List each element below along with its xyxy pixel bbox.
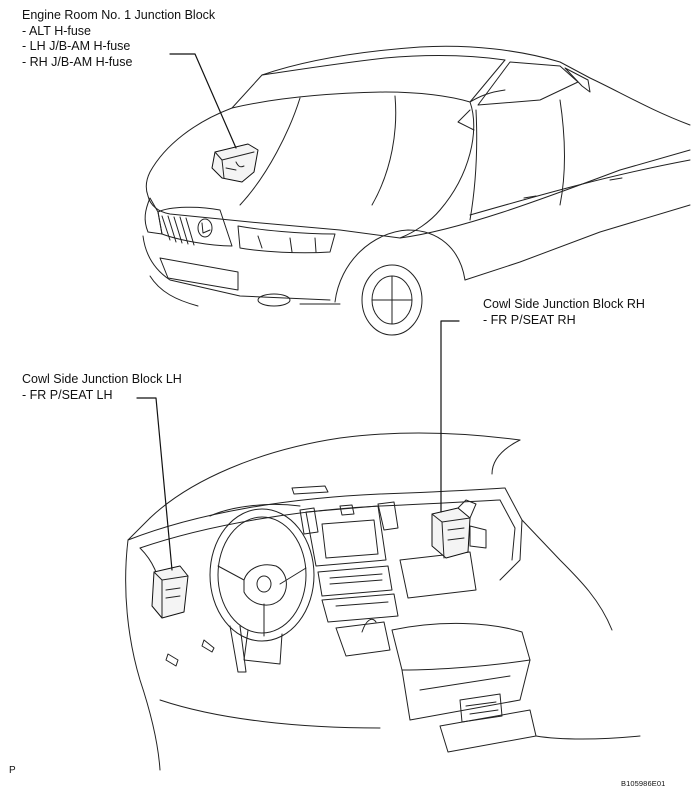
cowl-lh-item: - FR P/SEAT LH [22, 387, 113, 402]
cowl-side-junction-block-rh-icon [431, 499, 477, 559]
engine-room-title: Engine Room No. 1 Junction Block [22, 8, 216, 22]
cowl-rh-item: - FR P/SEAT RH [483, 312, 576, 327]
leader-lines [136, 53, 460, 571]
engine-room-junction-block-label: Engine Room No. 1 Junction Block - ALT H… [22, 8, 215, 70]
engine-room-item-rh-jb-am: - RH J/B-AM H-fuse [22, 54, 133, 69]
cowl-side-junction-block-rh-label: Cowl Side Junction Block RH - FR P/SEAT … [483, 297, 645, 328]
engine-room-leader-line [169, 53, 237, 149]
cowl-rh-leader-line [440, 320, 460, 513]
car-exterior [142, 45, 691, 336]
engine-room-item-lh-jb-am: - LH J/B-AM H-fuse [22, 39, 131, 53]
cowl-side-junction-block-lh-icon [151, 565, 189, 619]
engine-room-junction-block-icon [211, 143, 259, 183]
engine-room-item-alt: - ALT H-fuse [22, 23, 92, 38]
cowl-lh-leader-line [136, 397, 173, 571]
cowl-rh-title: Cowl Side Junction Block RH [483, 297, 645, 311]
page-mark: P [9, 765, 16, 776]
figure-code: B105986E01 [621, 779, 666, 788]
cowl-side-junction-block-lh-label: Cowl Side Junction Block LH - FR P/SEAT … [22, 372, 182, 403]
cowl-lh-title: Cowl Side Junction Block LH [22, 372, 182, 386]
car-interior [125, 432, 641, 771]
